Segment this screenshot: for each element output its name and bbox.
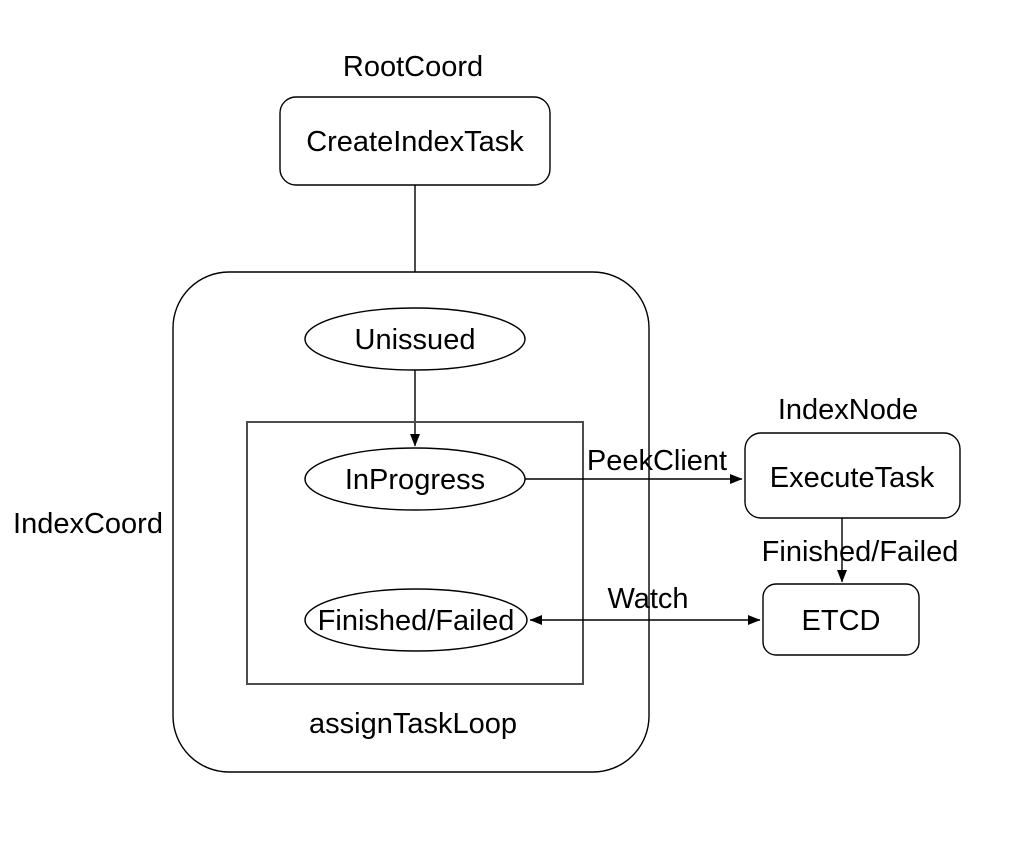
finished-failed-label: Finished/Failed <box>318 605 515 637</box>
indexnode-label: IndexNode <box>778 394 918 426</box>
create-index-task-label: CreateIndexTask <box>306 126 524 158</box>
execute-result-edge-label: Finished/Failed <box>762 536 959 568</box>
indexcoord-label: IndexCoord <box>13 508 163 540</box>
finished-failed-state <box>304 588 528 652</box>
execute-task-label: ExecuteTask <box>770 462 935 494</box>
assign-task-loop-label: assignTaskLoop <box>309 708 517 740</box>
unissued-label: Unissued <box>355 324 476 356</box>
indexcoord-container <box>172 271 650 773</box>
rootcoord-label: RootCoord <box>343 51 483 83</box>
in-progress-label: InProgress <box>345 464 485 496</box>
watch-edge-label: Watch <box>607 583 688 615</box>
assign-task-loop-box <box>246 421 584 685</box>
peek-client-edge-label: PeekClient <box>587 445 727 477</box>
execute-task-node <box>744 432 961 519</box>
etcd-label: ETCD <box>802 605 881 637</box>
etcd-node <box>762 583 920 656</box>
